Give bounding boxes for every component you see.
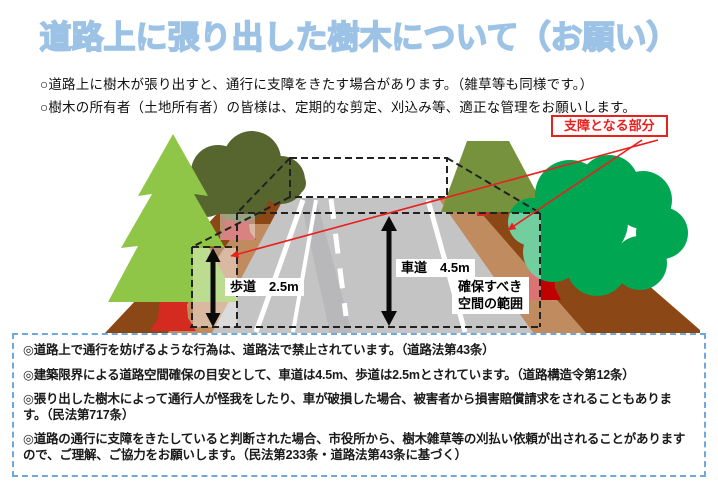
secured-space-label-line1: 確保すべき [458,279,523,294]
sidewalk-height-arrow [205,248,221,327]
secured-space-label: 確保すべき 空間の範囲 [452,277,530,314]
bush-tree [508,155,688,300]
note-item-4: ◎道路の通行に支障をきたしていると判断された場合、市役所から、樹木雑草等の刈払い… [23,432,686,462]
pine-tree-foliage [108,134,238,302]
moss-tree-foliage [441,141,547,212]
obstruction-pointer-arrows [230,139,659,258]
obstruction-label: 支障となる部分 [551,115,668,137]
legal-notes-box: ◎道路上で通行を妨げるような行為は、道路法で禁止されています。（道路法第43条）… [12,333,706,477]
secured-space-label-line2: 空間の範囲 [458,295,524,311]
road-center-dashed-line [328,198,349,317]
road-clearance-diagram [105,131,700,333]
roadway-height-arrow [381,216,397,326]
intro-line-2: ○樹木の所有者（土地所有者）の皆様は、定期的な剪定、刈込み等、適正な管理をお願い… [40,100,637,115]
road-lane-line-left [291,199,318,333]
roadway-clearance-label: 車道 4.5m [396,259,475,277]
pointer-arrow-to-bush [507,139,643,231]
note-item-3: ◎張り出した樹木によって通行人が怪我をしたり、車が破損した場合、被害者から損害賠… [23,392,672,422]
clearance-envelope-outline [190,157,541,328]
road-edge-line-left [253,199,306,333]
pine-tree-trunk [150,295,196,331]
note-item-1: ◎道路上で通行を妨げるような行為は、道路法で禁止されています。（道路法第43条） [23,343,495,357]
pointer-arrow-to-sidewalk [230,139,659,258]
bush-tree-foliage [508,155,688,296]
note-item-2: ◎建築限界による道路空間確保の目安として、車道は4.5m、歩道は2.5mとされて… [23,367,635,382]
pine-tree [108,134,238,331]
sidewalk-clearance-label: 歩道 2.5m [225,278,304,296]
page-title: 道路上に張り出した樹木について（お願い） [39,18,680,56]
moss-tree [441,141,547,216]
intro-line-1: ○道路上に樹木が張り出すと、通行に支障をきたす場合があります。（雑草等も同様です… [40,77,594,92]
